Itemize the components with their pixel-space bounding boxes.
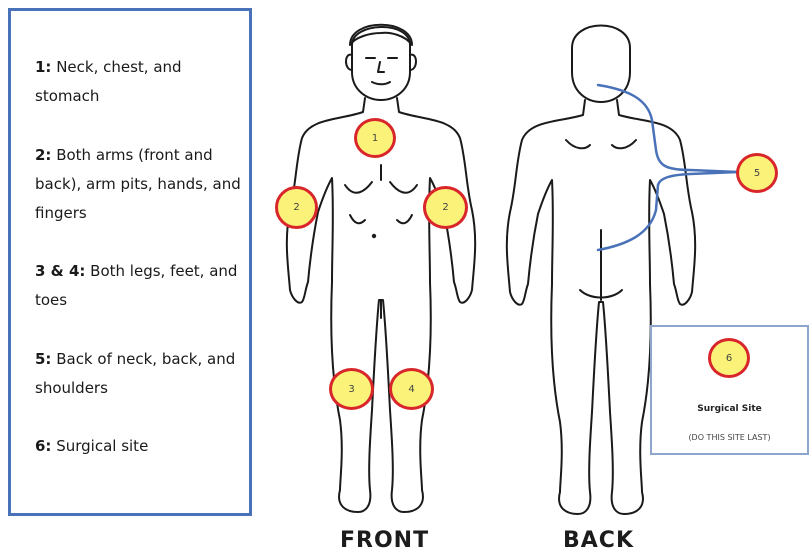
- marker-2-right: 2: [423, 186, 468, 229]
- surgical-site-title: Surgical Site: [652, 404, 807, 414]
- surgical-site-box: 6 Surgical Site (DO THIS SITE LAST): [650, 325, 809, 455]
- front-figure: [287, 25, 475, 512]
- marker-3: 3: [329, 368, 374, 410]
- back-label: BACK: [563, 528, 634, 553]
- marker-4: 4: [389, 368, 434, 410]
- marker-6: 6: [708, 338, 750, 378]
- marker-1: 1: [354, 118, 396, 158]
- marker-5: 5: [736, 153, 778, 193]
- marker-2-left: 2: [275, 186, 318, 229]
- front-label: FRONT: [340, 528, 429, 553]
- surgical-site-note: (DO THIS SITE LAST): [652, 433, 807, 442]
